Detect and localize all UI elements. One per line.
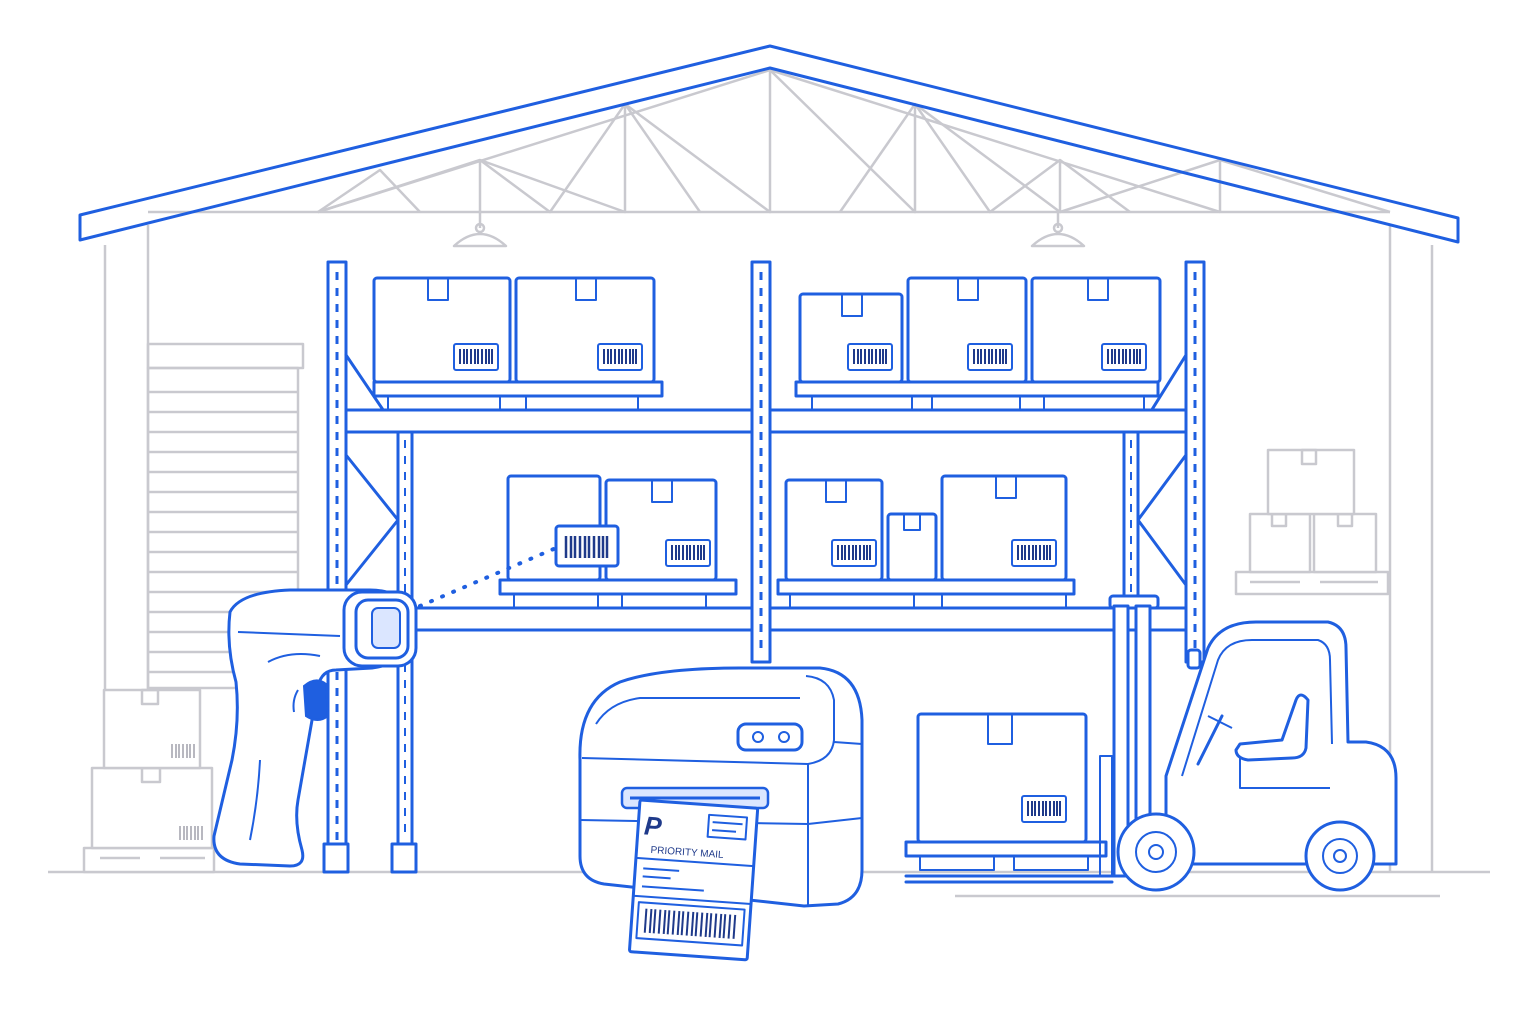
forklift-icon bbox=[904, 594, 1398, 892]
barcode-scanner-icon bbox=[212, 588, 418, 868]
middle-shelf-right bbox=[776, 474, 1076, 609]
top-shelf-left bbox=[372, 276, 664, 411]
label-service-name: PRIORITY MAIL bbox=[650, 845, 724, 861]
gray-box-stack-right bbox=[1234, 448, 1390, 596]
forklift-load bbox=[904, 712, 1108, 871]
rolling-door bbox=[146, 342, 305, 690]
label-logo-letter: P bbox=[643, 810, 663, 841]
scan-beam bbox=[418, 546, 558, 608]
ceiling-lamp-icon bbox=[452, 212, 508, 248]
warehouse-building bbox=[78, 44, 1460, 872]
shipping-label: P PRIORITY MAIL bbox=[628, 798, 760, 962]
ceiling-lamp-icon bbox=[1030, 212, 1086, 248]
gray-box-stack-left bbox=[82, 688, 216, 874]
middle-shelf-left bbox=[498, 474, 738, 609]
top-shelf-right bbox=[794, 276, 1162, 411]
barcode-icon bbox=[554, 524, 620, 568]
roof bbox=[78, 44, 1460, 244]
